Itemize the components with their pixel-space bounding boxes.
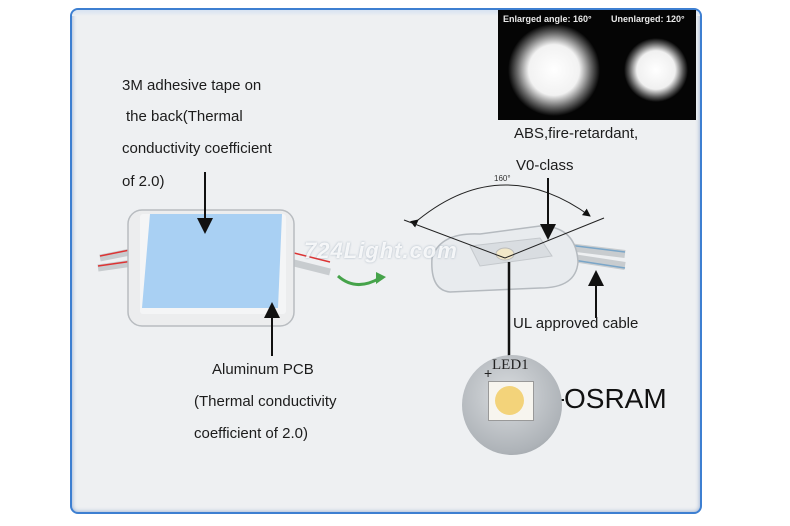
adhesive-tape-blue: [142, 214, 282, 308]
tape-label-line-3: conductivity coefficient: [122, 133, 272, 165]
curved-arrow-icon: [338, 276, 380, 285]
led-chip-phosphor: [495, 386, 524, 415]
led-tag: LED1: [492, 357, 529, 374]
watermark: 724Light.com: [304, 238, 458, 264]
pcb-label-line-2: (Thermal conductivity: [194, 386, 337, 418]
led-plus-sign: +: [484, 365, 492, 381]
abs-label-line-1: ABS,fire-retardant,: [514, 118, 638, 150]
photo-caption-unenlarged: Unenlarged: 120°: [611, 14, 685, 24]
abs-label-line-2: V0-class: [516, 150, 574, 182]
tape-label-line-1: 3M adhesive tape on: [122, 70, 261, 102]
pcb-label-line-1: Aluminum PCB: [212, 354, 314, 386]
angle-label: 160°: [494, 174, 511, 183]
led-chip-closeup: LED1 +: [462, 355, 562, 455]
cable-label: UL approved cable: [513, 308, 638, 340]
photo-caption-enlarged: Enlarged angle: 160°: [503, 14, 592, 24]
tape-label-line-2: the back(Thermal: [126, 101, 243, 133]
tape-label-line-4: of 2.0): [122, 166, 165, 198]
pcb-label-line-3: coefficient of 2.0): [194, 418, 308, 450]
beam-angle-photo: Enlarged angle: 160° Unenlarged: 120°: [498, 10, 696, 120]
osram-label: OSRAM: [564, 383, 667, 415]
left-led-module: [128, 210, 294, 326]
